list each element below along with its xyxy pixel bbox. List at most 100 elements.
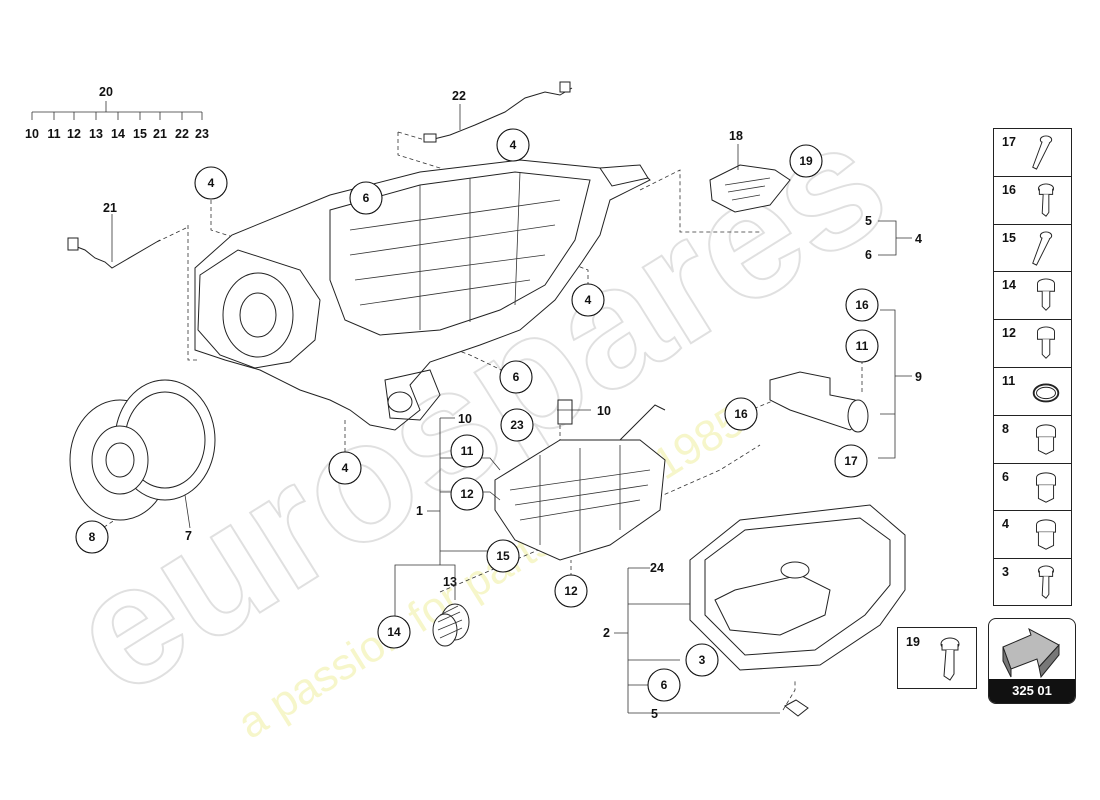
svg-text:4: 4: [208, 176, 215, 190]
part-18: 18: [709, 129, 791, 213]
wiring-harness-22: 22: [423, 81, 573, 143]
svg-text:6: 6: [513, 370, 520, 384]
svg-text:19: 19: [799, 154, 813, 168]
svg-text:14: 14: [387, 625, 401, 639]
callout-12b: 12: [554, 574, 588, 608]
transmission-housing: [194, 159, 651, 431]
flange-bolt-icon: [1037, 278, 1055, 312]
label-9: 9: [915, 370, 922, 384]
short-bolt-icon: [1037, 565, 1055, 599]
callout-4c: 4: [571, 283, 605, 317]
kit20-item: 10: [25, 127, 39, 141]
legend-number: 17: [1002, 135, 1016, 149]
callout-11a: 11: [845, 329, 879, 363]
o-ring-icon: [1032, 383, 1060, 403]
callout-4d: 4: [328, 451, 362, 485]
callout-6c: 6: [647, 668, 681, 702]
bracket-5-6-4: 5 6 4: [865, 214, 922, 262]
legend-number: 14: [1002, 278, 1016, 293]
legend-row: 8: [994, 416, 1071, 464]
arrow-icon: [1002, 627, 1060, 679]
callout-12a: 12: [450, 477, 484, 511]
svg-text:4: 4: [342, 461, 349, 475]
legend-number: 4: [1002, 517, 1009, 532]
callout-4b: 4: [496, 128, 530, 162]
legend-number: 15: [1002, 230, 1016, 245]
svg-text:11: 11: [856, 339, 869, 353]
legend-number: 11: [1002, 373, 1016, 388]
callout-15: 15: [486, 539, 520, 573]
svg-text:16: 16: [855, 298, 869, 312]
label-10a: 10: [458, 412, 472, 426]
short-bolt-icon: [1037, 183, 1055, 217]
label-13: 13: [443, 575, 457, 589]
callout-16a: 16: [845, 288, 879, 322]
label-24: 24: [650, 561, 664, 575]
svg-text:3: 3: [699, 653, 706, 667]
svg-text:15: 15: [496, 549, 510, 563]
svg-text:6: 6: [661, 678, 668, 692]
svg-text:23: 23: [510, 418, 524, 432]
legend-number: 16: [1002, 182, 1016, 197]
label-1: 1: [416, 504, 423, 518]
svg-text:11: 11: [461, 444, 474, 458]
svg-text:4: 4: [510, 138, 517, 152]
label-5a: 5: [865, 214, 872, 228]
filter-13: [432, 603, 470, 647]
label-5b: 5: [651, 707, 658, 721]
legend-row: 12: [994, 320, 1071, 368]
callout-23: 23: [500, 408, 534, 442]
legend-number: 8: [1002, 421, 1009, 436]
legend-row: 3: [994, 559, 1071, 607]
legend-row: 16: [994, 177, 1071, 225]
page-number-box: 325 01: [988, 618, 1076, 704]
callouts: 4 4 4 4 6 6 19 16 11 16 17 23 11 12 15 1…: [75, 128, 879, 702]
torque-converter: 7: [69, 379, 216, 543]
legend-row: 11: [994, 368, 1071, 416]
label-2: 2: [603, 626, 610, 640]
page-number: 325 01: [989, 679, 1075, 703]
svg-text:12: 12: [460, 487, 474, 501]
mechatronic-unit: [494, 399, 666, 561]
svg-text:16: 16: [734, 407, 748, 421]
callout-3: 3: [685, 643, 719, 677]
flange-bolt-icon: [1037, 326, 1055, 360]
plug-icon: [1036, 424, 1056, 455]
label-7: 7: [185, 529, 192, 543]
part-9: 9: [769, 309, 922, 459]
label-6a: 6: [865, 248, 872, 262]
label-20: 20: [99, 85, 113, 99]
legend-row: 17: [994, 129, 1071, 177]
kit20-item: 13: [89, 127, 103, 141]
label-21: 21: [103, 201, 117, 215]
callout-11b: 11: [450, 434, 484, 468]
long-bolt-icon: [1032, 135, 1053, 170]
legend-row: 4: [994, 511, 1071, 560]
svg-text:17: 17: [844, 454, 858, 468]
kit20-item: 12: [67, 127, 81, 141]
svg-text:12: 12: [564, 584, 578, 598]
kit20-item: 14: [111, 127, 125, 141]
bracket-1: 10 10 1 13: [394, 404, 611, 628]
short-bolt-icon: [940, 637, 960, 681]
plug-icon: [1036, 519, 1056, 551]
svg-text:4: 4: [585, 293, 592, 307]
callout-14: 14: [377, 615, 411, 649]
label-4: 4: [915, 232, 922, 246]
sensor-21: 21: [67, 201, 161, 269]
kit20-item: 22: [175, 127, 189, 141]
svg-text:6: 6: [363, 191, 370, 205]
kit20-item: 11: [47, 127, 60, 141]
legend-row: 15: [994, 225, 1071, 273]
callout-6a: 6: [349, 181, 383, 215]
callout-17: 17: [834, 444, 868, 478]
legend-row: 14: [994, 272, 1071, 321]
callout-8: 8: [75, 520, 109, 554]
legend-number: 12: [1002, 326, 1016, 341]
callout-19: 19: [789, 144, 823, 178]
kit20-item: 21: [153, 127, 167, 141]
part-19-box: 19: [897, 627, 977, 689]
